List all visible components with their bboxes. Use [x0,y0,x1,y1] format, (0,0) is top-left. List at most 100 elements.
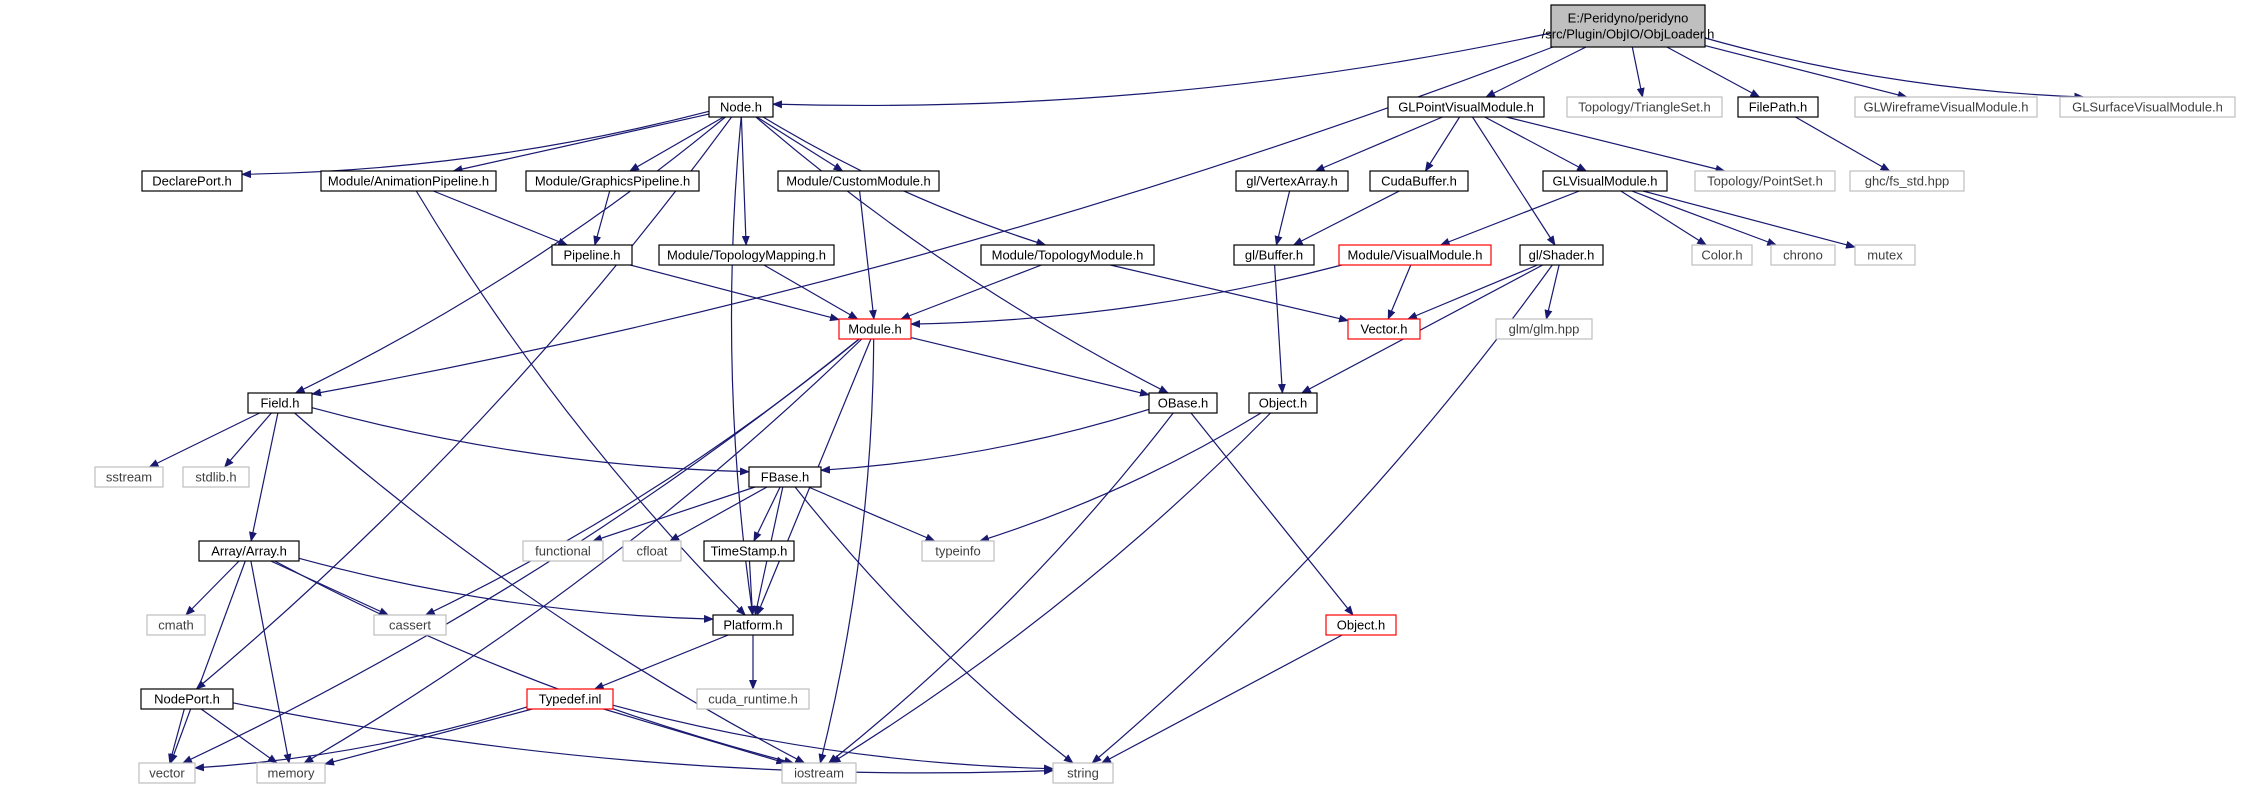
node-obase[interactable]: OBase.h [1148,392,1218,414]
node-field[interactable]: Field.h [247,392,313,414]
node-typeinfo[interactable]: typeinfo [921,540,995,562]
edge-glshader-to-glm [1544,264,1560,320]
edge-array-to-vector_std [170,560,246,764]
node-label-cfloat: cfloat [636,544,667,559]
node-chrono[interactable]: chrono [1770,244,1836,266]
node-topomapping[interactable]: Module/TopologyMapping.h [658,244,835,266]
node-label-cudabuffer: CudaBuffer.h [1381,174,1457,189]
edge-glpoint-to-glshader [1471,116,1556,246]
node-sstream[interactable]: sstream [94,466,164,488]
edge-module_h-to-obase [910,337,1150,397]
node-box-vector_h [1347,318,1421,340]
node-ghcfs[interactable]: ghc/fs_std.hpp [1849,170,1965,192]
edge-visualmod-to-vector_h [1387,264,1412,320]
node-cassert[interactable]: cassert [373,614,447,636]
node-box-vertexarray [1235,170,1349,192]
edge-cudabuffer-to-glbuffer [1292,190,1400,246]
edge-objloader-to-node_h [772,32,1552,109]
node-box-visualmod [1338,244,1492,266]
node-stdlib[interactable]: stdlib.h [182,466,250,488]
node-module_h[interactable]: Module.h [838,318,912,340]
node-vector_std[interactable]: vector [138,762,196,784]
node-declareport[interactable]: DeclarePort.h [141,170,243,192]
node-box-fbase [748,466,822,488]
node-glsurf[interactable]: GLSurfaceVisualModule.h [2059,96,2236,118]
node-box-nodeport [140,688,234,710]
node-vertexarray[interactable]: gl/VertexArray.h [1235,170,1349,192]
node-label-platform: Platform.h [723,618,782,633]
node-label-typeinfo: typeinfo [935,544,981,559]
node-topomodule[interactable]: Module/TopologyModule.h [980,244,1155,266]
node-label-vertexarray: gl/VertexArray.h [1246,174,1338,189]
node-mutex[interactable]: mutex [1854,244,1916,266]
node-cfloat[interactable]: cfloat [622,540,682,562]
node-box-glvisual [1542,170,1668,192]
node-box-object_h [1248,392,1318,414]
node-box-glwire [1854,96,2038,118]
node-cudaruntime[interactable]: cuda_runtime.h [696,688,810,710]
node-node_h[interactable]: Node.h [708,96,774,118]
node-timestamp[interactable]: TimeStamp.h [703,540,795,562]
edge-glpoint-to-glvisual [1484,116,1588,172]
node-label-cmath: cmath [158,618,193,633]
node-nodeport[interactable]: NodePort.h [140,688,234,710]
node-glpoint[interactable]: GLPointVisualModule.h [1387,96,1545,118]
node-typedef[interactable]: Typedef.inl [526,688,614,710]
node-string[interactable]: string [1052,762,1114,784]
node-color[interactable]: Color.h [1691,244,1753,266]
node-glwire[interactable]: GLWireframeVisualModule.h [1854,96,2038,118]
edge-fbase-to-cfloat [669,486,768,542]
node-label-custommod: Module/CustomModule.h [786,174,931,189]
node-glshader[interactable]: gl/Shader.h [1519,244,1604,266]
node-animpipe[interactable]: Module/AnimationPipeline.h [320,170,497,192]
node-label-string: string [1067,766,1099,781]
node-glm[interactable]: glm/glm.hpp [1495,318,1593,340]
node-box-cudabuffer [1369,170,1469,192]
node-box-iostream [781,762,857,784]
edge-topomodule-to-vector_h [1110,264,1349,323]
node-platform[interactable]: Platform.h [712,614,794,636]
node-functional[interactable]: functional [522,540,604,562]
node-array[interactable]: Array/Array.h [198,540,300,562]
node-glbuffer[interactable]: gl/Buffer.h [1233,244,1315,266]
node-pipeline[interactable]: Pipeline.h [551,244,633,266]
node-box-filepath [1737,96,1819,118]
node-topo_point[interactable]: Topology/PointSet.h [1694,170,1836,192]
node-vector_h[interactable]: Vector.h [1347,318,1421,340]
node-fbase[interactable]: FBase.h [748,466,822,488]
node-box-ghcfs [1849,170,1965,192]
node-glvisual[interactable]: GLVisualModule.h [1542,170,1668,192]
node-cmath[interactable]: cmath [146,614,206,636]
node-label-visualmod: Module/VisualModule.h [1348,248,1483,263]
node-objloader[interactable]: E:/Peridyno/peridyno/src/Plugin/ObjIO/Ob… [1542,4,1715,48]
node-object_h[interactable]: Object.h [1248,392,1318,414]
node-filepath[interactable]: FilePath.h [1737,96,1819,118]
edge-nodeport-to-memory [200,708,278,764]
edges-layer [148,32,2085,775]
edge-obase-to-fbase [820,408,1150,474]
edge-platform-to-typedef [593,634,729,690]
edge-typedef-to-vector_std [194,706,528,772]
edge-glbuffer-to-object_h [1274,264,1286,394]
edge-glvisual-to-chrono [1631,190,1778,246]
node-iostream[interactable]: iostream [781,762,857,784]
edge-typedef-to-memory [324,708,533,766]
node-box-topo_tri [1566,96,1723,118]
node-label-cudaruntime: cuda_runtime.h [708,692,798,707]
edge-glpoint-to-vertexarray [1314,116,1443,172]
node-custommod[interactable]: Module/CustomModule.h [777,170,940,192]
node-visualmod[interactable]: Module/VisualModule.h [1338,244,1492,266]
node-label-array: Array/Array.h [211,544,287,559]
node-cudabuffer[interactable]: CudaBuffer.h [1369,170,1469,192]
edge-glvisual-to-visualmod [1439,190,1580,246]
node-label-timestamp: TimeStamp.h [711,544,788,559]
edge-glvisual-to-mutex [1642,190,1856,249]
node-label-vector_std: vector [149,766,185,781]
node-memory[interactable]: memory [256,762,326,784]
edge-glpoint-to-cudabuffer [1424,116,1461,172]
node-label-glm: glm/glm.hpp [1509,322,1580,337]
node-topo_tri[interactable]: Topology/TriangleSet.h [1566,96,1723,118]
node-label-obase: OBase.h [1158,396,1209,411]
node-graphpipe[interactable]: Module/GraphicsPipeline.h [525,170,700,192]
node-object_red[interactable]: Object.h [1325,614,1397,636]
